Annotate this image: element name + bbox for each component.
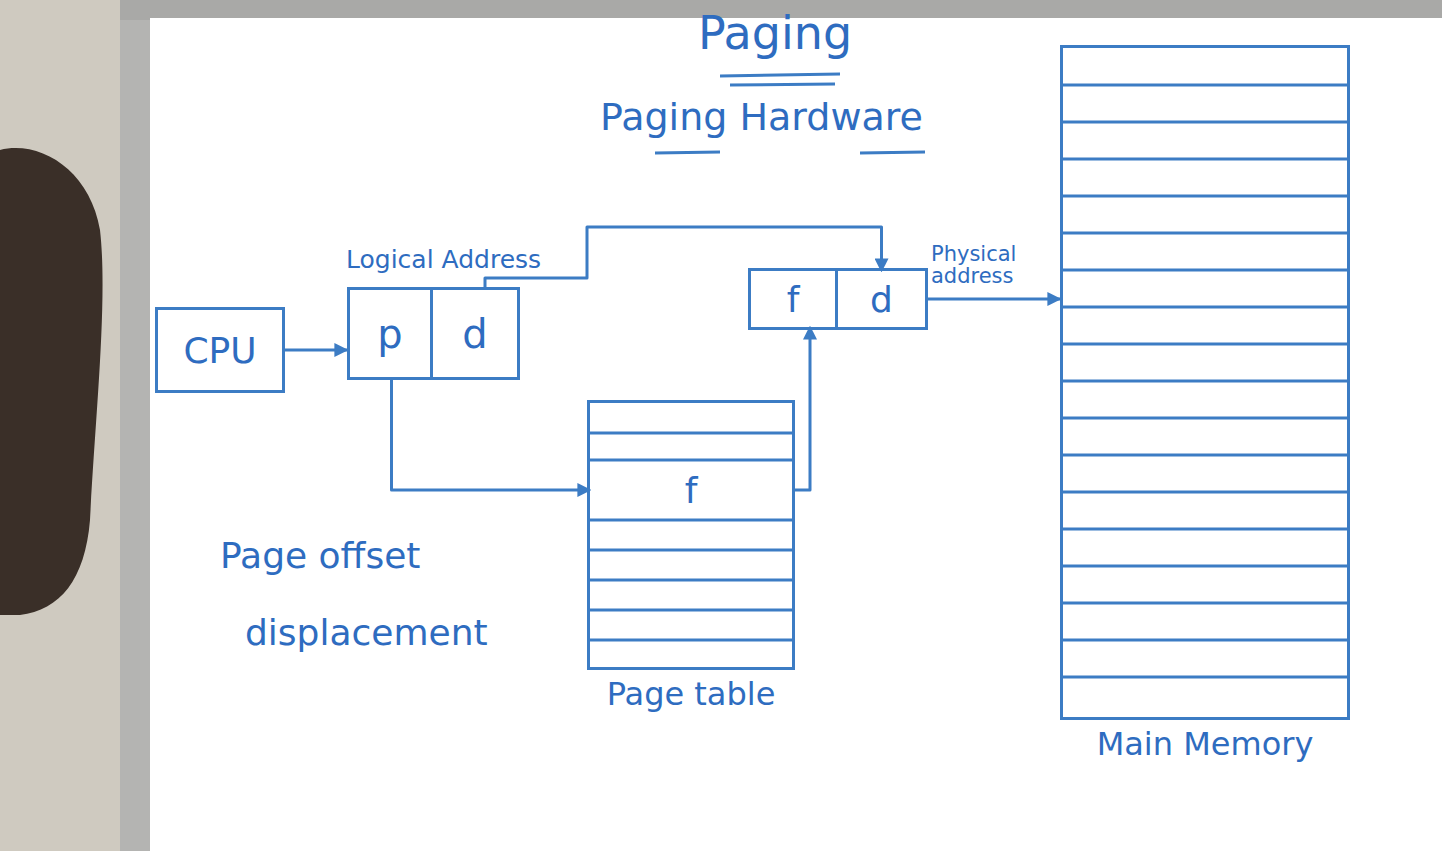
row-lines xyxy=(1063,48,1347,717)
box-text: d xyxy=(870,279,893,320)
text-holder: d xyxy=(838,271,925,327)
text-holder: p xyxy=(350,290,430,377)
subtitle-underline xyxy=(655,152,720,153)
subtitle: Paging Hardware xyxy=(600,95,923,139)
page-table: Page tablef xyxy=(587,400,795,670)
box-text: d xyxy=(462,311,487,357)
text-holder: f xyxy=(751,271,835,327)
row-line xyxy=(590,639,792,642)
row-line xyxy=(1063,232,1347,235)
row-line xyxy=(590,549,792,552)
arrow-connector xyxy=(485,227,882,290)
subtitle-underline xyxy=(860,152,925,153)
box-text: f xyxy=(787,279,800,320)
box-heading: Logical Address xyxy=(346,245,541,274)
row-line xyxy=(590,459,792,462)
row-line xyxy=(1063,269,1347,272)
row-line xyxy=(1063,158,1347,161)
arrow-connector xyxy=(928,298,1060,301)
physical-address-box: Physical addressfd xyxy=(748,268,928,330)
box-text: p xyxy=(377,311,402,357)
arrow-connector xyxy=(285,349,347,352)
row-line xyxy=(1063,343,1347,346)
row-line xyxy=(1063,121,1347,124)
page-table-entry: f xyxy=(590,460,792,520)
logical-address-box: Logical Addresspd xyxy=(347,287,520,380)
box-heading: Page table xyxy=(590,675,792,713)
board-surface xyxy=(150,18,1442,851)
arrow-connector xyxy=(392,377,591,490)
row-line xyxy=(1063,380,1347,383)
row-line xyxy=(1063,195,1347,198)
row-line xyxy=(1063,528,1347,531)
text-holder: f xyxy=(590,460,792,520)
row-line xyxy=(1063,565,1347,568)
row-line xyxy=(1063,602,1347,605)
box-text: f xyxy=(685,470,698,511)
row-line xyxy=(1063,417,1347,420)
box-heading: Physical address xyxy=(931,243,1051,287)
main-memory: Main Memory xyxy=(1060,45,1350,720)
text-holder: d xyxy=(433,290,517,377)
row-line xyxy=(590,519,792,522)
row-line xyxy=(1063,84,1347,87)
row-line xyxy=(1063,454,1347,457)
row-line xyxy=(1063,676,1347,679)
note-text: Page offset xyxy=(220,535,420,576)
row-line xyxy=(590,609,792,612)
cpu-box: CPU xyxy=(155,307,285,393)
note-text: displacement xyxy=(245,612,488,653)
row-line xyxy=(590,432,792,435)
text-holder: CPU xyxy=(158,310,282,390)
offset-cell: d xyxy=(838,271,925,327)
row-line xyxy=(1063,306,1347,309)
box-heading: Main Memory xyxy=(1063,725,1347,763)
frame-number-cell: f xyxy=(751,271,838,327)
title-underline xyxy=(720,74,840,76)
row-lines xyxy=(590,403,792,667)
diagram-title: Paging xyxy=(575,6,975,60)
row-line xyxy=(590,579,792,582)
title-underline xyxy=(730,84,835,85)
presenter-head xyxy=(0,148,103,615)
offset-cell: d xyxy=(433,290,517,377)
row-line xyxy=(1063,491,1347,494)
row-line xyxy=(1063,639,1347,642)
box-text: CPU xyxy=(183,330,256,371)
page-number-cell: p xyxy=(350,290,433,377)
